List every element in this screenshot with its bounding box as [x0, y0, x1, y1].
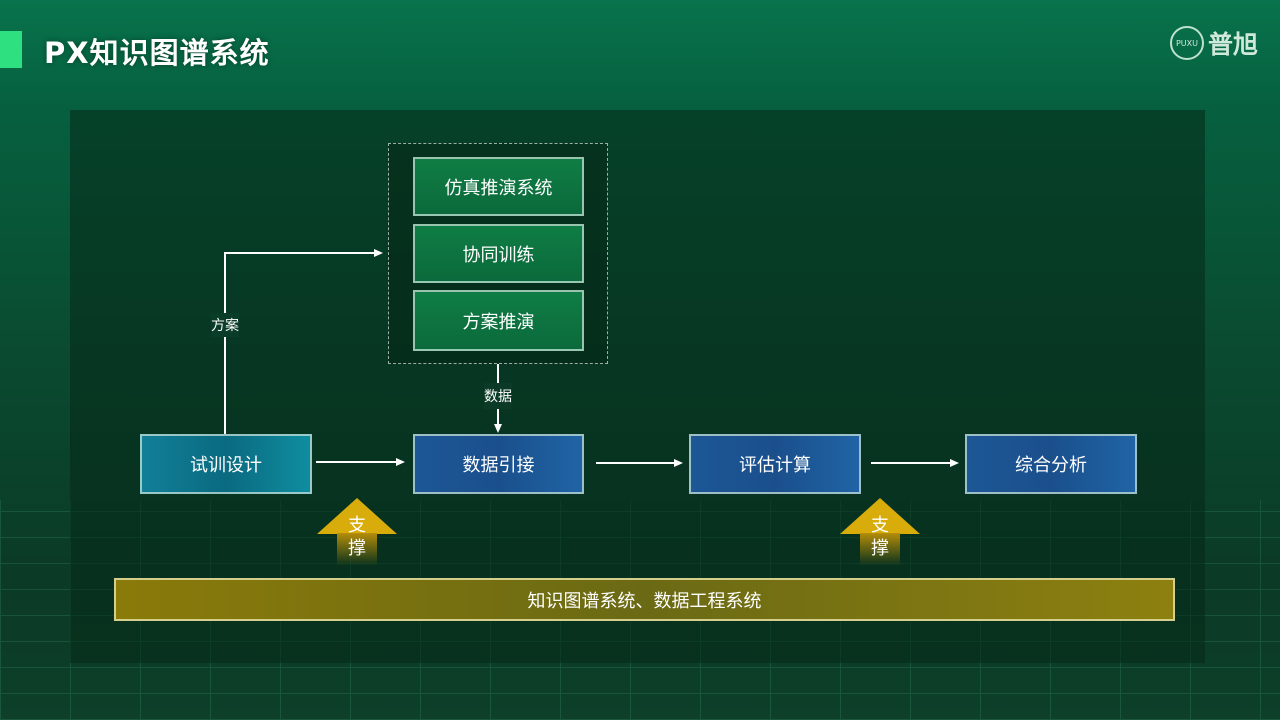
arrow-right-icon — [374, 249, 383, 257]
support-char: 撑 — [348, 538, 366, 559]
support-arrow-right: 支撑 — [840, 498, 920, 566]
arrow-up-icon — [317, 498, 397, 534]
support-char: 支 — [871, 515, 889, 536]
box-trial-design[interactable]: 试训设计 — [140, 434, 312, 494]
support-char: 撑 — [871, 538, 889, 559]
base-systems-bar[interactable]: 知识图谱系统、数据工程系统 — [114, 578, 1175, 621]
box-plan-deduction[interactable]: 方案推演 — [413, 290, 584, 351]
connector-line — [596, 462, 674, 464]
support-char: 支 — [348, 515, 366, 536]
arrow-stem — [337, 533, 377, 566]
arrow-down-icon — [494, 424, 502, 433]
label-plan: 方案 — [211, 313, 239, 337]
logo: PUXU 普旭 — [1170, 25, 1258, 61]
box-collab-training[interactable]: 协同训练 — [413, 224, 584, 283]
arrow-right-icon — [396, 458, 405, 466]
content-panel — [70, 110, 1205, 663]
page-title: PX知识图谱系统 — [44, 36, 270, 70]
connector-line — [316, 461, 396, 463]
support-label: 支撑 — [317, 514, 397, 560]
logo-text: 普旭 — [1208, 30, 1259, 59]
arrow-up-icon — [840, 498, 920, 534]
label-data: 数据 — [484, 383, 512, 409]
box-evaluation[interactable]: 评估计算 — [689, 434, 861, 494]
connector-line — [871, 462, 950, 464]
logo-icon: PUXU — [1170, 26, 1204, 60]
box-data-access[interactable]: 数据引接 — [413, 434, 584, 494]
connector-line — [224, 252, 374, 254]
box-analysis[interactable]: 综合分析 — [965, 434, 1137, 494]
arrow-right-icon — [674, 459, 683, 467]
support-arrow-left: 支撑 — [317, 498, 397, 566]
support-label: 支撑 — [840, 514, 920, 560]
arrow-right-icon — [950, 459, 959, 467]
connector-line — [224, 253, 226, 434]
box-simulation[interactable]: 仿真推演系统 — [413, 157, 584, 216]
arrow-stem — [860, 533, 900, 566]
title-accent — [0, 31, 22, 68]
